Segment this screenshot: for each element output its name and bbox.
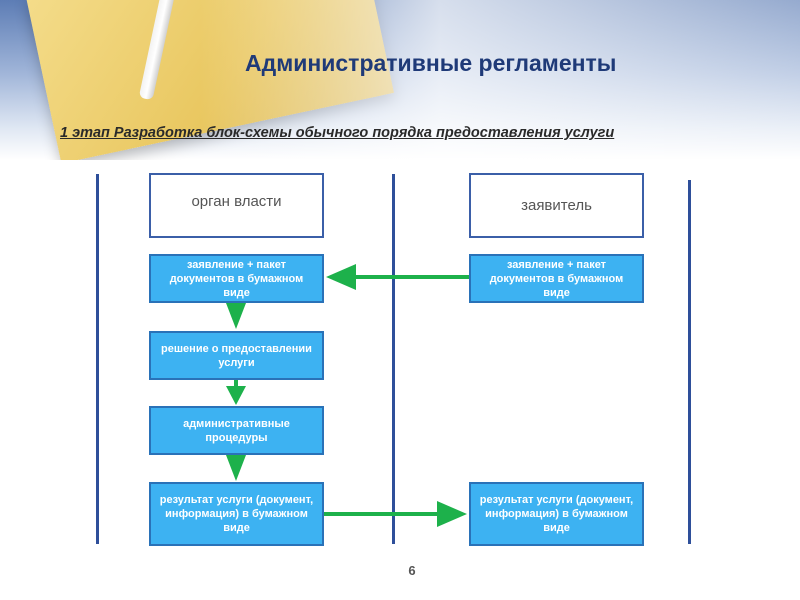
lane-header-authority-label: орган власти bbox=[191, 193, 282, 210]
header-photo bbox=[0, 0, 800, 160]
lane-line-middle bbox=[392, 174, 395, 544]
step-procedures-label: административные процедуры bbox=[183, 417, 290, 444]
arrow-down-1 bbox=[226, 303, 246, 329]
arrow-result-deliver bbox=[324, 501, 467, 527]
step-authority-result-label: результат услуги (документ, информация) … bbox=[159, 494, 314, 534]
step-applicant-application-label: заявление + пакет документов в бумажном … bbox=[489, 258, 624, 299]
lane-header-authority: орган власти bbox=[149, 173, 324, 238]
page-number: 6 bbox=[408, 563, 416, 578]
step-procedures: административные процедуры bbox=[149, 406, 324, 455]
lane-line-right bbox=[688, 180, 691, 544]
arrow-down-2 bbox=[226, 380, 246, 405]
step-decision: решение о предоставлении услуги bbox=[149, 331, 324, 380]
step-applicant-application: заявление + пакет документов в бумажном … bbox=[469, 254, 644, 303]
page-subtitle: 1 этап Разработка блок-схемы обычного по… bbox=[60, 125, 615, 141]
step-applicant-result: результат услуги (документ, информация) … bbox=[469, 482, 644, 546]
lane-header-applicant: заявитель bbox=[469, 173, 644, 238]
lane-header-applicant-label: заявитель bbox=[521, 197, 592, 214]
step-authority-application-label: заявление + пакет документов в бумажном … bbox=[169, 258, 304, 299]
lane-line-left bbox=[96, 174, 99, 544]
step-authority-result: результат услуги (документ, информация) … bbox=[149, 482, 324, 546]
step-decision-label: решение о предоставлении услуги bbox=[161, 342, 312, 369]
header-fade bbox=[0, 0, 800, 160]
step-authority-application: заявление + пакет документов в бумажном … bbox=[149, 254, 324, 303]
arrow-down-3 bbox=[226, 455, 246, 481]
step-applicant-result-label: результат услуги (документ, информация) … bbox=[479, 494, 634, 534]
arrow-application-submit bbox=[326, 264, 469, 290]
page-title: Административные регламенты bbox=[245, 50, 617, 76]
